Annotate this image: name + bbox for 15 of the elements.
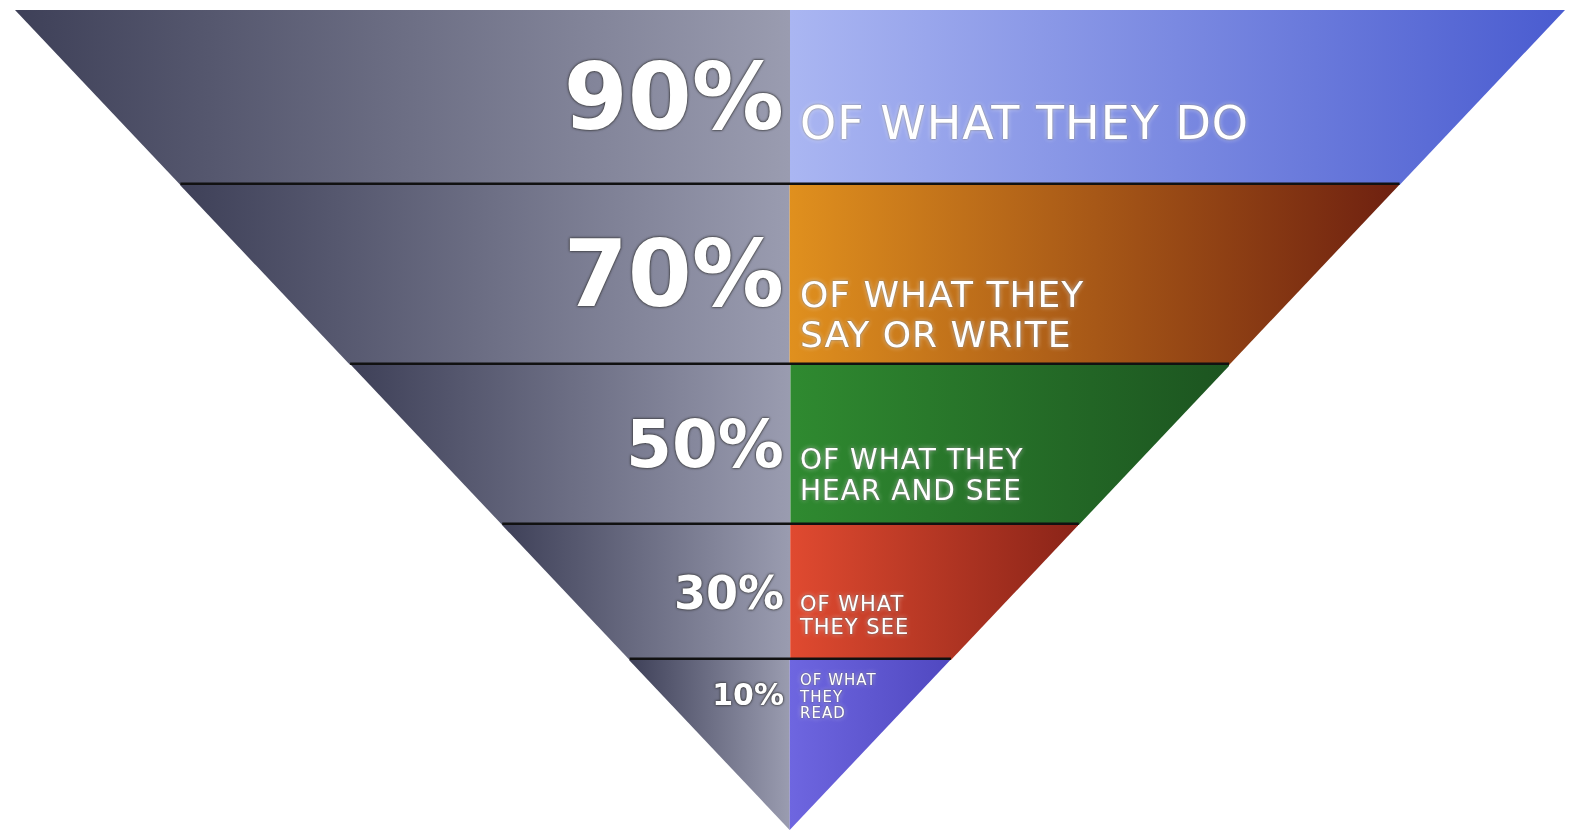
band-caption: OF WHAT THEY SAY OR WRITE bbox=[800, 275, 1086, 355]
percentage-label: 30% bbox=[673, 569, 784, 616]
pyramid-band bbox=[15, 10, 1565, 185]
percentage-label: 50% bbox=[626, 412, 784, 478]
band-caption: OF WHAT THEY HEAR AND SEE bbox=[800, 445, 1025, 507]
pyramid-band bbox=[501, 525, 1079, 660]
band-caption: OF WHAT THEY SEE bbox=[800, 592, 911, 639]
percentage-label: 90% bbox=[563, 51, 784, 144]
band-caption: OF WHAT THEY READ bbox=[800, 672, 878, 722]
percentage-label: 10% bbox=[712, 680, 784, 710]
pyramid-band bbox=[180, 185, 1400, 365]
pyramid-band bbox=[350, 365, 1230, 525]
percentage-label: 70% bbox=[563, 229, 784, 321]
band-caption: OF WHAT THEY DO bbox=[800, 97, 1251, 149]
pyramid-band bbox=[629, 660, 951, 830]
